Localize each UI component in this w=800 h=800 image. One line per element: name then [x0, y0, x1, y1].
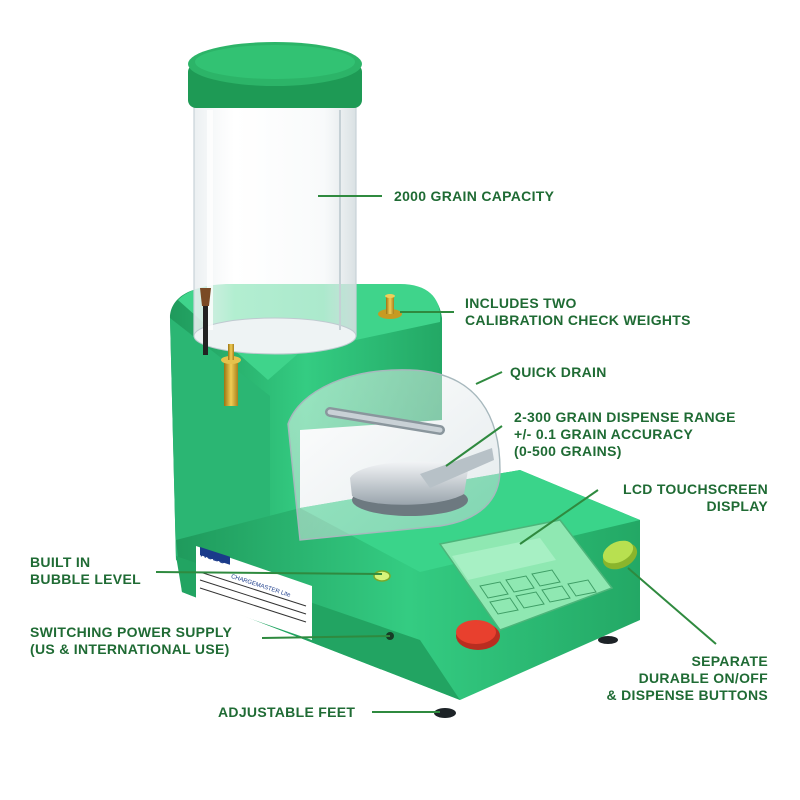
- weighing-pan: [350, 448, 494, 516]
- leader-range: [445, 425, 503, 467]
- callout-buttons-line-1: SEPARATE: [691, 653, 768, 669]
- callout-power-supply: SWITCHING POWER SUPPLY (US & INTERNATION…: [30, 624, 232, 658]
- callout-weights-line-1: INCLUDES TWO: [465, 295, 577, 311]
- callout-power-line-1: SWITCHING POWER SUPPLY: [30, 624, 233, 640]
- callout-adjustable-feet: ADJUSTABLE FEET: [218, 704, 355, 721]
- powder-hopper: [193, 77, 357, 355]
- callout-feet-line: ADJUSTABLE FEET: [218, 704, 356, 720]
- callout-power-line-2: (US & INTERNATIONAL USE): [30, 641, 230, 657]
- callout-weights-line-2: CALIBRATION CHECK WEIGHTS: [465, 312, 691, 328]
- callout-drain-line: QUICK DRAIN: [510, 364, 607, 380]
- callout-calibration-weights: INCLUDES TWO CALIBRATION CHECK WEIGHTS: [465, 295, 691, 329]
- calibration-weight-left: [221, 344, 241, 406]
- callout-buttons: SEPARATE DURABLE ON/OFF & DISPENSE BUTTO…: [607, 653, 769, 704]
- callout-capacity-line: 2000 GRAIN CAPACITY: [394, 188, 555, 204]
- callout-level-line-2: BUBBLE LEVEL: [30, 571, 141, 587]
- callout-level-line-1: BUILT IN: [30, 554, 91, 570]
- bubble-level: [373, 570, 391, 582]
- callout-lcd-line-1: LCD TOUCHSCREEN: [622, 481, 768, 497]
- callout-lcd-touchscreen: LCD TOUCHSCREEN DISPLAY: [623, 481, 768, 515]
- lcd-touchscreen: [438, 519, 614, 631]
- hopper-lid: [188, 42, 362, 108]
- leader-buttons: [627, 567, 717, 645]
- callout-range-line-2: +/- 0.1 GRAIN ACCURACY: [514, 426, 694, 442]
- leader-drain: [475, 371, 503, 385]
- dispense-button: [602, 540, 638, 570]
- cleaning-brush: [200, 288, 211, 355]
- callout-bubble-level: BUILT IN BUBBLE LEVEL: [30, 554, 141, 588]
- callout-range-line-1: 2-300 GRAIN DISPENSE RANGE: [514, 409, 736, 425]
- powder-trickler-tube: [325, 407, 445, 435]
- callout-range-line-3: (0-500 GRAINS): [514, 443, 622, 459]
- callout-lcd-line-2: DISPLAY: [706, 498, 768, 514]
- callout-capacity: 2000 GRAIN CAPACITY: [394, 188, 554, 205]
- power-button: [456, 620, 500, 650]
- leader-level: [155, 571, 383, 575]
- callout-quick-drain: QUICK DRAIN: [510, 364, 607, 381]
- calibration-weight-right: [378, 294, 402, 319]
- callout-buttons-line-2: DURABLE ON/OFF: [638, 670, 768, 686]
- product-label: [196, 546, 312, 640]
- leader-lcd: [519, 489, 599, 545]
- callout-dispense-range: 2-300 GRAIN DISPENSE RANGE +/- 0.1 GRAIN…: [514, 409, 736, 460]
- leader-lines: [155, 195, 717, 713]
- leader-power: [261, 635, 391, 639]
- callout-buttons-line-3: & DISPENSE BUTTONS: [606, 687, 768, 703]
